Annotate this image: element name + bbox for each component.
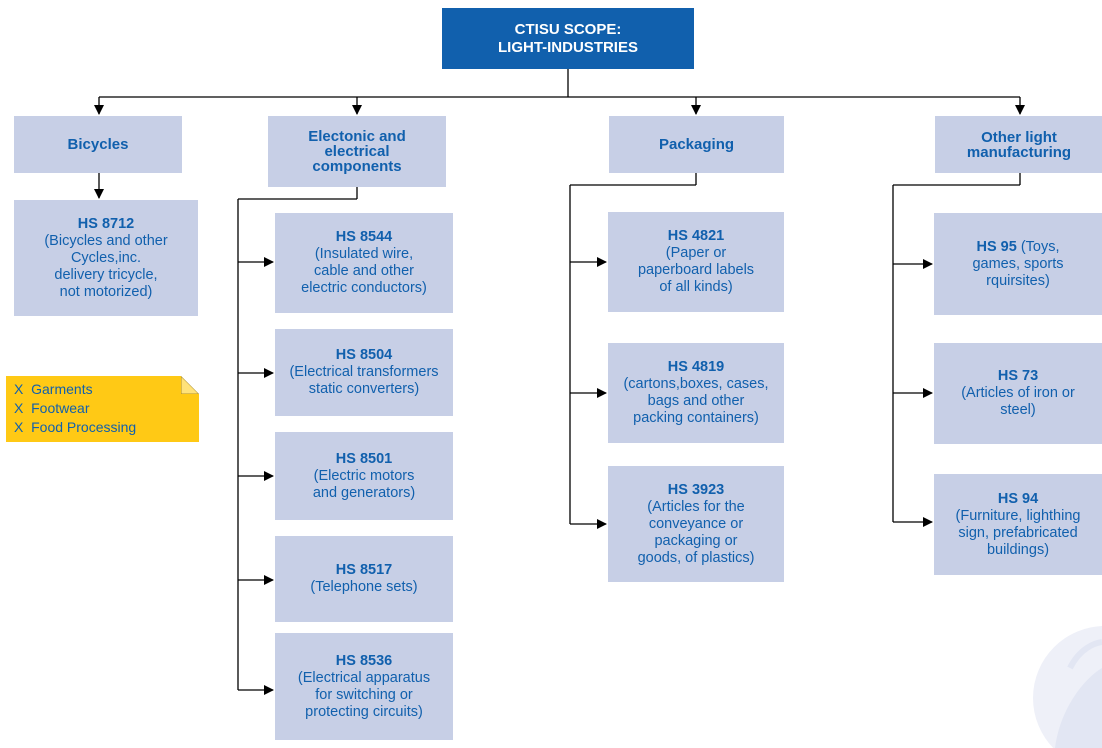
hs-item-4819: HS 4819 (cartons,boxes, cases, bags and … [608,343,784,443]
category-label-line-3: components [312,158,402,175]
hs-item-73: HS 73 (Articles of iron or steel) [934,343,1102,444]
hs-code: HS 3923 [667,481,725,498]
excluded-label: Food Processing [31,419,137,435]
hs-desc-line: (Articles for the [647,498,745,515]
hs-item-4821: HS 4821 (Paper or paperboard labels of a… [608,212,784,312]
category-label: Packaging [658,136,735,153]
hs-desc-line: goods, of plastics) [637,549,755,566]
excluded-label: Footwear [31,400,90,416]
hs-desc-line: cable and other [314,263,414,279]
hs-desc-inline: (Toys, [1020,238,1060,255]
hs-code: HS 4819 [667,359,725,375]
category-packaging: Packaging [609,116,784,173]
hs-desc-line: protecting circuits) [305,703,423,720]
excluded-label: Garments [31,381,93,397]
hs-desc-line: and generators) [312,484,416,501]
watermark-emblem-icon [1033,626,1102,748]
hs-desc-line: (Furniture, lighthing [955,507,1081,524]
root-box: CTISU SCOPE: LIGHT-INDUSTRIES [442,8,694,69]
hs-desc-line: buildings) [986,541,1050,558]
hs-desc-line: conveyance or [648,515,744,532]
hs-desc-line: sign, prefabricated [958,524,1078,541]
hs-desc-line: (Electrical apparatus [297,669,431,686]
x-mark-icon: X [14,400,24,416]
hs-desc-line: (cartons,boxes, cases, [623,376,769,392]
hs-desc-line: (Electric motors [313,467,415,484]
hs-desc-line: (Paper or [665,245,727,261]
hs-desc-line: HS 95 (Toys, [976,239,1059,256]
hs-desc-line: (Electrical transformers [289,364,439,380]
hs-desc-line: delivery tricycle, [54,266,158,283]
hs-code: HS 8501 [335,450,393,467]
x-mark-icon: X [14,381,24,397]
category-label-line-1: Electonic and [308,128,406,145]
hs-desc-line: of all kinds) [659,279,733,295]
category-other-light-manufacturing: Other light manufacturing [935,116,1102,173]
excluded-item-food-processing: X Food Processing [14,418,199,437]
root-title-line-2: LIGHT-INDUSTRIES [497,38,638,56]
hs-code: HS 8517 [335,562,393,578]
hs-desc-line: electric conductors) [301,280,427,296]
hs-desc-line: (Articles of iron or [961,385,1075,401]
root-title-line-1: CTISU SCOPE: [514,20,622,38]
hs-desc-line: (Telephone sets) [310,579,418,595]
category-label-line-1: Other light [981,128,1057,146]
hs-desc-line: (Bicycles and other [44,232,168,249]
category-electronic-components: Electonic and electrical components [268,116,446,187]
hs-code: HS 8544 [335,229,393,245]
category-label-line-2: electrical [324,143,390,160]
hs-item-95: HS 95 (Toys, games, sports rquirsites) [934,213,1102,315]
hs-item-94: HS 94 (Furniture, lighthing sign, prefab… [934,474,1102,575]
hs-desc-line: packing containers) [633,410,759,426]
hs-desc-line: not motorized) [59,283,153,300]
hs-item-8544: HS 8544 (Insulated wire, cable and other… [275,213,453,313]
hs-desc-line: steel) [1000,402,1036,418]
x-mark-icon: X [14,419,24,435]
excluded-item-footwear: X Footwear [14,399,199,418]
hs-desc-line: rquirsites) [986,272,1050,289]
hs-item-3923: HS 3923 (Articles for the conveyance or … [608,466,784,582]
hs-desc-line: for switching or [315,686,413,703]
hs-code: HS 8712 [77,215,135,232]
hs-code: HS 95 [976,238,1017,255]
category-bicycles: Bicycles [14,116,182,173]
hs-desc-line: bags and other [647,393,745,409]
hs-code: HS 73 [997,368,1039,384]
hs-item-8712: HS 8712 (Bicycles and other Cycles,inc. … [14,200,198,316]
hs-desc-line: static converters) [308,381,420,397]
category-label-line-2: manufacturing [966,143,1072,161]
excluded-sectors-note: X Garments X Footwear X Food Processing [6,376,199,442]
hs-desc-line: packaging or [654,532,738,549]
hs-code: HS 8504 [335,347,393,363]
hs-item-8501: HS 8501 (Electric motors and generators) [275,432,453,520]
hs-code: HS 94 [997,490,1039,507]
hs-desc-line: Cycles,inc. [70,249,142,266]
note-fold-corner-icon [181,376,199,394]
hs-item-8517: HS 8517 (Telephone sets) [275,536,453,622]
hs-desc-line: (Insulated wire, [314,246,414,262]
excluded-item-garments: X Garments [14,380,199,399]
hs-code: HS 4821 [667,228,725,244]
hs-code: HS 8536 [335,652,393,669]
hs-desc-line: games, sports [972,255,1064,272]
category-label: Bicycles [67,136,129,153]
hs-item-8504: HS 8504 (Electrical transformers static … [275,329,453,416]
hs-item-8536: HS 8536 (Electrical apparatus for switch… [275,633,453,740]
hs-desc-line: paperboard labels [637,262,755,278]
